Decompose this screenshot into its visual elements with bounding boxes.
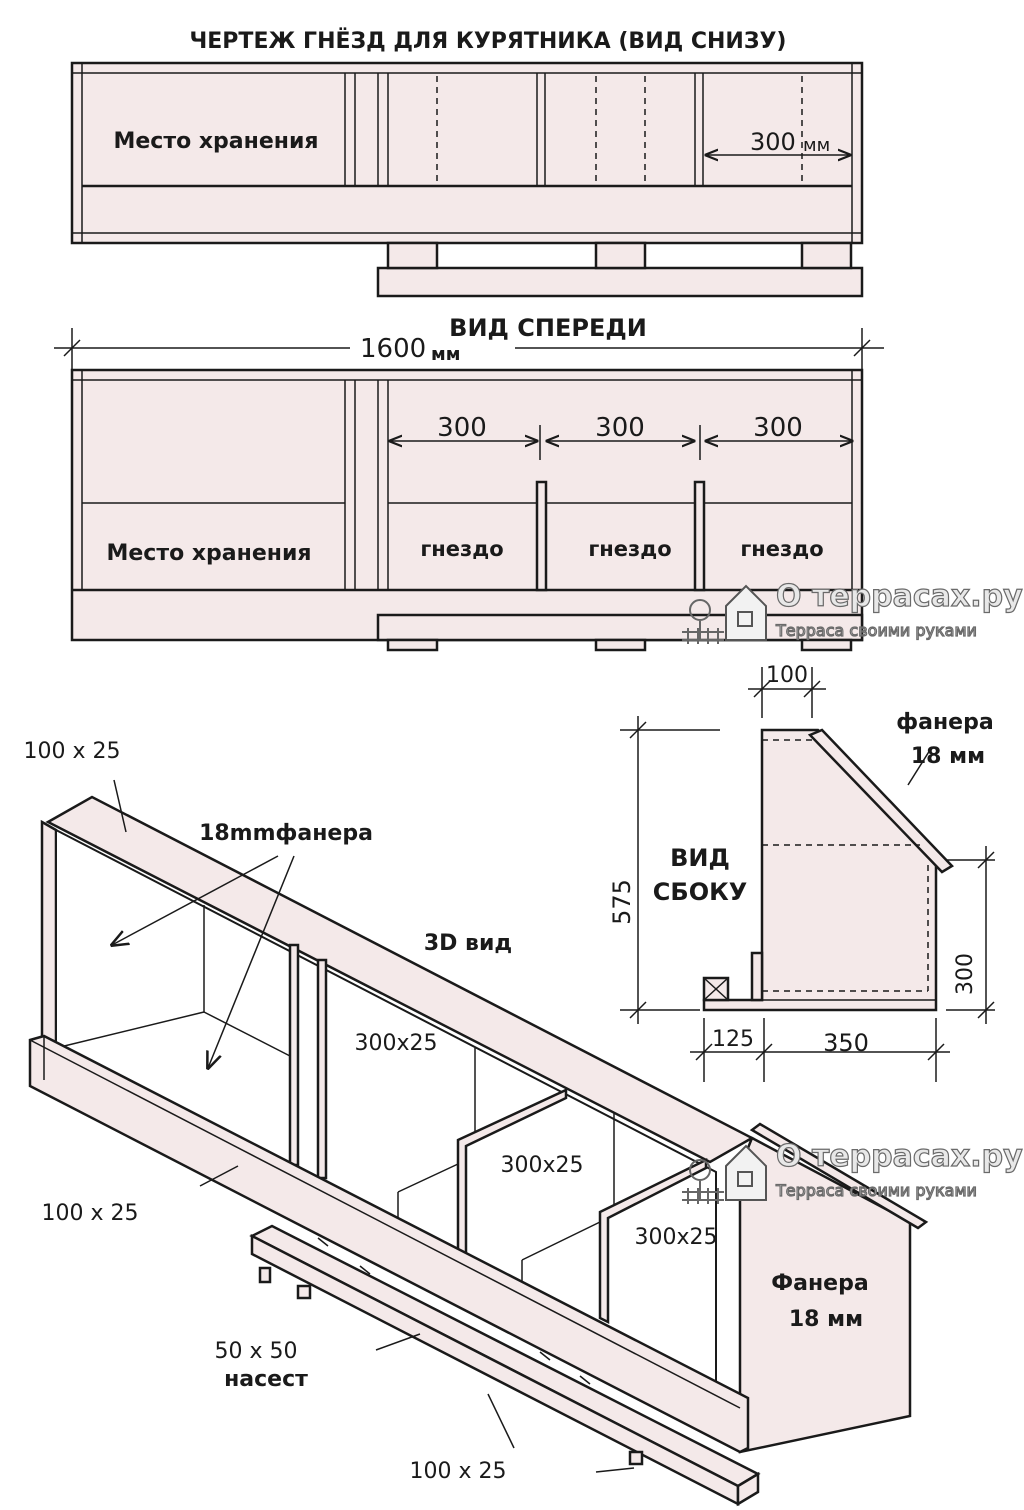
side-plywood-line2: 18 мм (911, 744, 985, 769)
fence-icon-2 (682, 1188, 724, 1204)
bottom-width-unit: мм (803, 135, 830, 156)
side-dim-base-left: 125 (712, 1027, 754, 1052)
side-dim-height: 575 (608, 879, 636, 925)
plywood-18mm-label: 18mmфанера (199, 821, 373, 846)
nest-3-dim: 300 (753, 413, 803, 443)
tree-icon-2 (689, 1159, 712, 1200)
side-view-heading-1: ВИД (670, 844, 730, 872)
front-storage-label: Место хранения (106, 541, 311, 566)
nest-2-label: гнездо (588, 537, 671, 561)
side-view-heading-2: СБОКУ (653, 878, 747, 906)
side-dim-base-right: 350 (823, 1029, 869, 1057)
view-3d-heading: 3D вид (424, 931, 512, 956)
side-plywood-line1: фанера (896, 710, 993, 735)
side-plywood-3d-line2: 18 мм (789, 1307, 863, 1332)
divider-3-label: 300x25 (634, 1225, 717, 1250)
watermark-1-tagline: Терраса своими руками (775, 621, 977, 640)
nest-3-label: гнездо (740, 537, 823, 561)
watermark-2-tagline: Терраса своими руками (775, 1181, 977, 1200)
divider-1-label: 300x25 (354, 1031, 437, 1056)
drawing-title: ЧЕРТЕЖ ГНЁЗД ДЛЯ КУРЯТНИКА (ВИД СНИЗУ) (190, 28, 787, 54)
bottom-width-dim: 300 (750, 128, 796, 156)
bottom-storage-label: Место хранения (113, 129, 318, 154)
board-front-label: 100 х 25 (42, 1201, 139, 1226)
nest-1-label: гнездо (420, 537, 503, 561)
total-length-unit: мм (431, 344, 460, 365)
side-plywood-3d-line1: Фанера (771, 1271, 868, 1296)
watermark-2-site: О террасах.ру (776, 1139, 1023, 1174)
watermark-logo-1: О террасах.ру Терраса своими руками (682, 578, 1024, 644)
total-length-dim: 1600 (360, 334, 426, 364)
side-dim-front: 300 (953, 953, 978, 995)
view-3d: 100 х 25 18mmфанера 3D вид 300x25 300x25… (24, 739, 929, 1507)
window-icon (737, 611, 753, 627)
board-top-label: 100 х 25 (24, 739, 121, 764)
watermark-logo-2: О террасах.ру Терраса своими руками (682, 1138, 1024, 1204)
nest-1-dim: 300 (437, 413, 487, 443)
perch-label-1: 50 х 50 (215, 1339, 298, 1364)
perch-label-2: насест (224, 1367, 308, 1392)
bottom-view: Место хранения 300 мм (70, 61, 864, 298)
side-view: 100 фанера 18 мм 575 ВИД СБОКУ 300 (608, 663, 995, 1082)
side-dim-top: 100 (766, 663, 808, 688)
tree-icon (689, 599, 712, 640)
nest-2-dim: 300 (595, 413, 645, 443)
window-icon-2 (737, 1171, 753, 1187)
fence-icon (682, 628, 724, 644)
divider-2-label: 300x25 (500, 1153, 583, 1178)
board-bottom-label: 100 х 25 (410, 1459, 507, 1484)
watermark-1-site: О террасах.ру (776, 579, 1023, 614)
front-view: ВИД СПЕРЕДИ 1600 мм Место хранения 300 (54, 314, 884, 652)
front-view-heading: ВИД СПЕРЕДИ (449, 314, 647, 342)
